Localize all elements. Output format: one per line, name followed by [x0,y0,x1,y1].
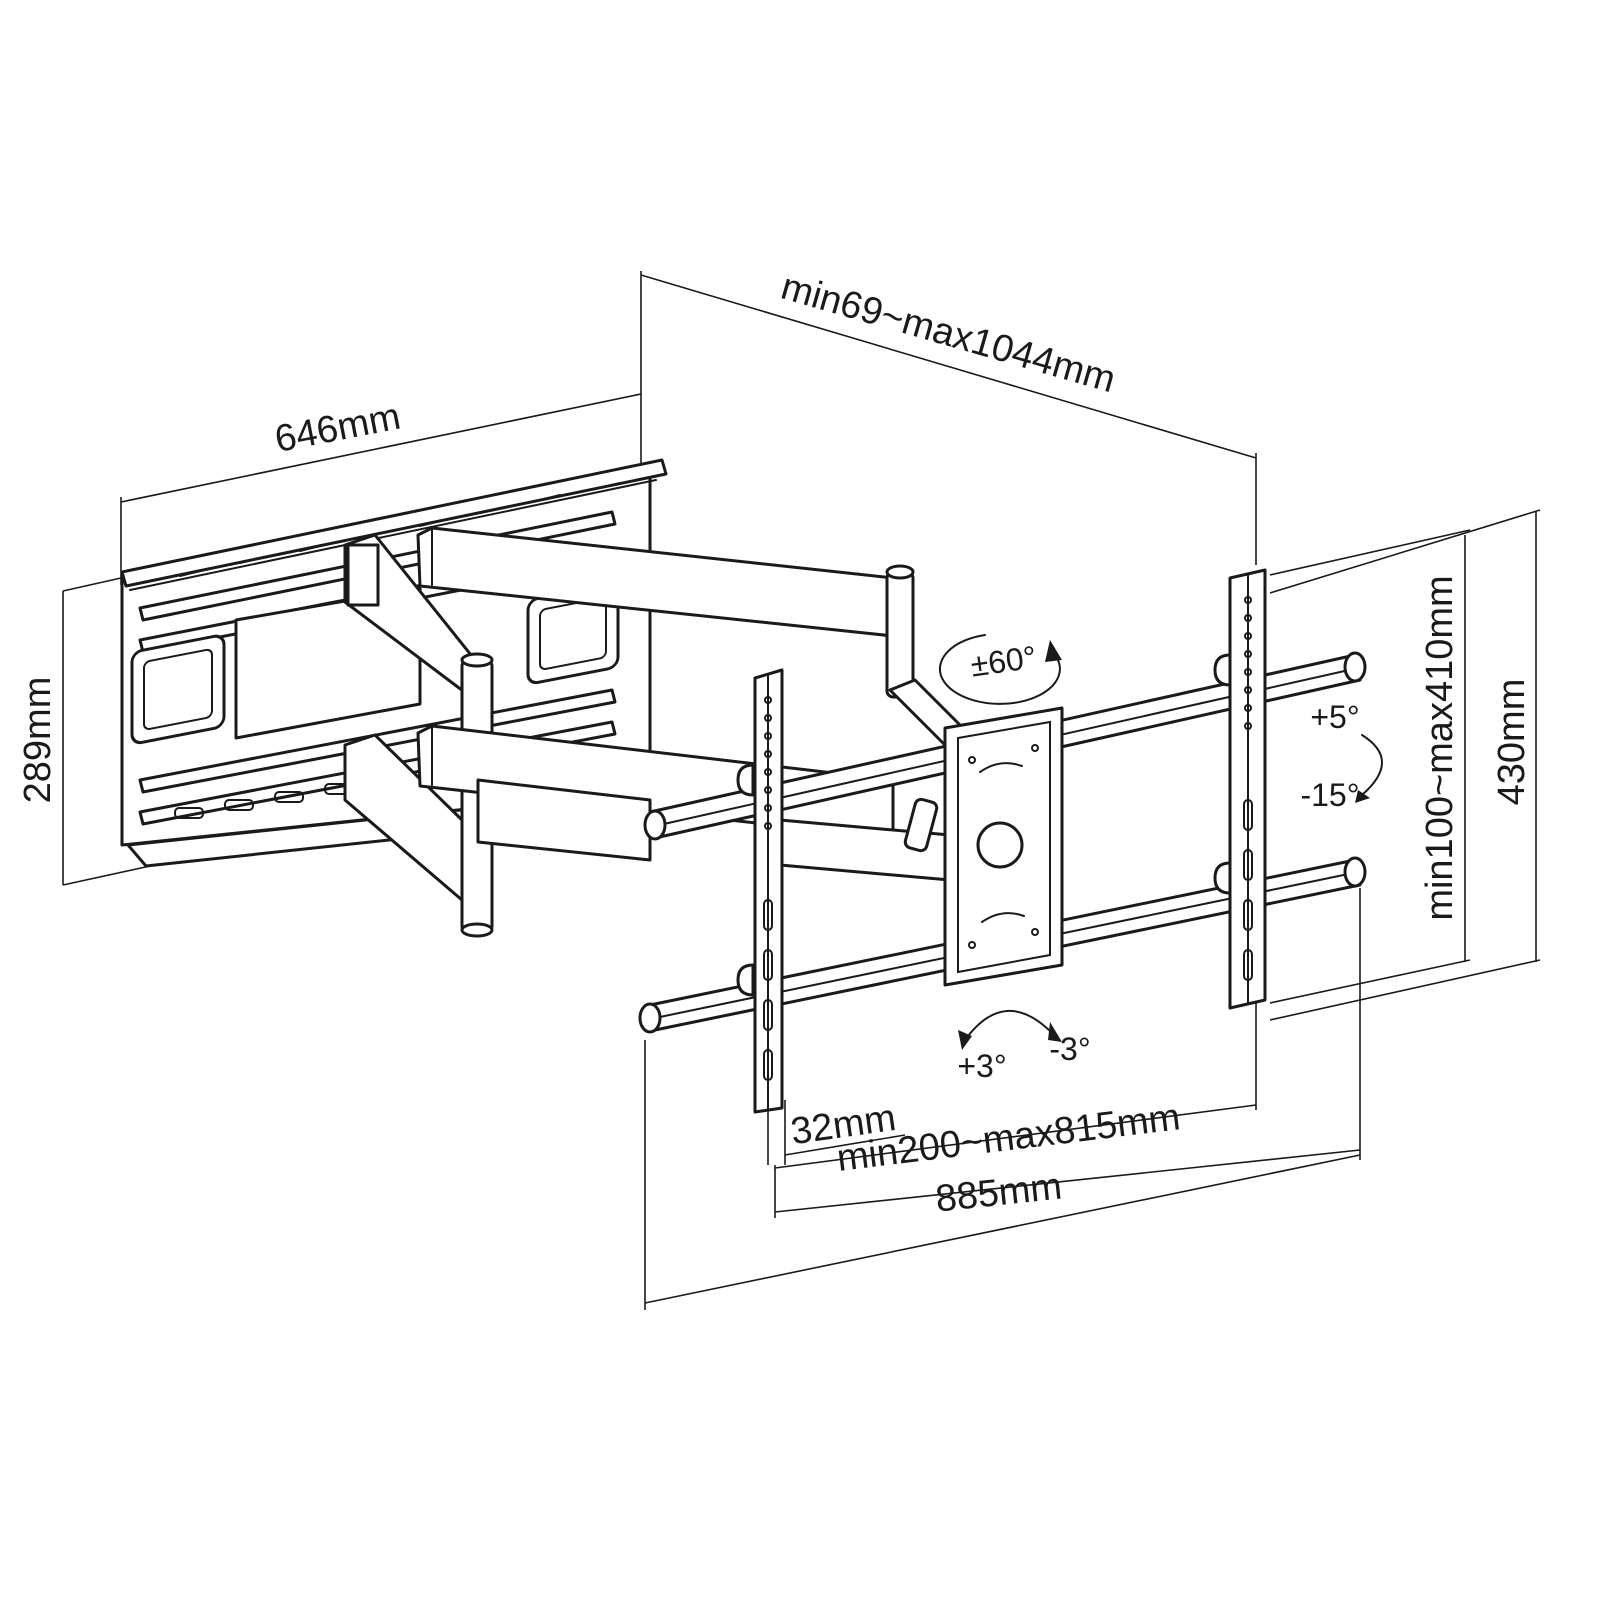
label-tilt-up: +5° [1310,699,1359,735]
label-arm-extension: min69~max1044mm [777,266,1121,402]
label-tilt-down: -15° [1300,777,1359,813]
label-wall-plate-width: 646mm [272,396,404,461]
top-notches [179,482,621,577]
label-level-plus: +3° [957,1048,1006,1084]
dimension-lines [62,271,1541,1310]
label-swivel: ±60° [968,639,1038,684]
right-bracket-holes [1243,596,1253,981]
label-vesa-vertical: min100~max410mm [1419,575,1461,920]
articulating-arms [343,526,967,938]
rotation-indicators [939,634,1383,1050]
label-bracket-height: 430mm [1491,679,1533,806]
left-bracket-holes [763,696,773,1081]
vesa-rails [638,568,1367,1114]
label-rail-width: 885mm [934,1166,1064,1221]
label-level-minus: -3° [1049,1031,1090,1067]
label-wall-plate-height: 289mm [17,677,59,804]
